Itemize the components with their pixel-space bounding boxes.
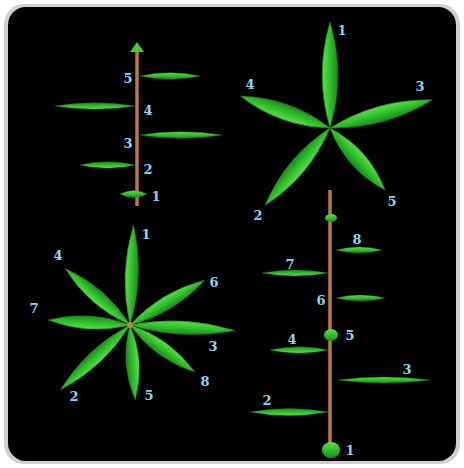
callout-number: 5 (144, 389, 153, 402)
callout-number: 3 (415, 80, 424, 93)
callout-number: 4 (287, 333, 296, 346)
callout-number: 7 (29, 302, 38, 315)
callout-number: 6 (209, 276, 218, 289)
callout-number: 2 (143, 163, 152, 176)
callout-number: 3 (402, 363, 411, 376)
callout-number: 5 (387, 195, 396, 208)
callout-number: 1 (141, 228, 150, 241)
callout-number: 3 (123, 137, 132, 150)
callout-number: 1 (151, 190, 160, 203)
callout-number: 8 (200, 375, 209, 388)
callout-number: 4 (143, 104, 152, 117)
callout-number: 5 (123, 72, 132, 85)
callout-number: 2 (253, 209, 262, 222)
callout-number: 3 (208, 340, 217, 353)
callout-number: 8 (352, 233, 361, 246)
callout-number: 5 (345, 329, 354, 342)
callout-number: 4 (245, 78, 254, 91)
callout-number: 7 (285, 258, 294, 271)
callout-number: 2 (262, 394, 271, 407)
callout-number: 1 (345, 444, 354, 457)
callout-number: 6 (316, 294, 325, 307)
callout-number: 1 (337, 24, 346, 37)
callout-number: 2 (69, 390, 78, 403)
callout-number: 4 (53, 249, 62, 262)
